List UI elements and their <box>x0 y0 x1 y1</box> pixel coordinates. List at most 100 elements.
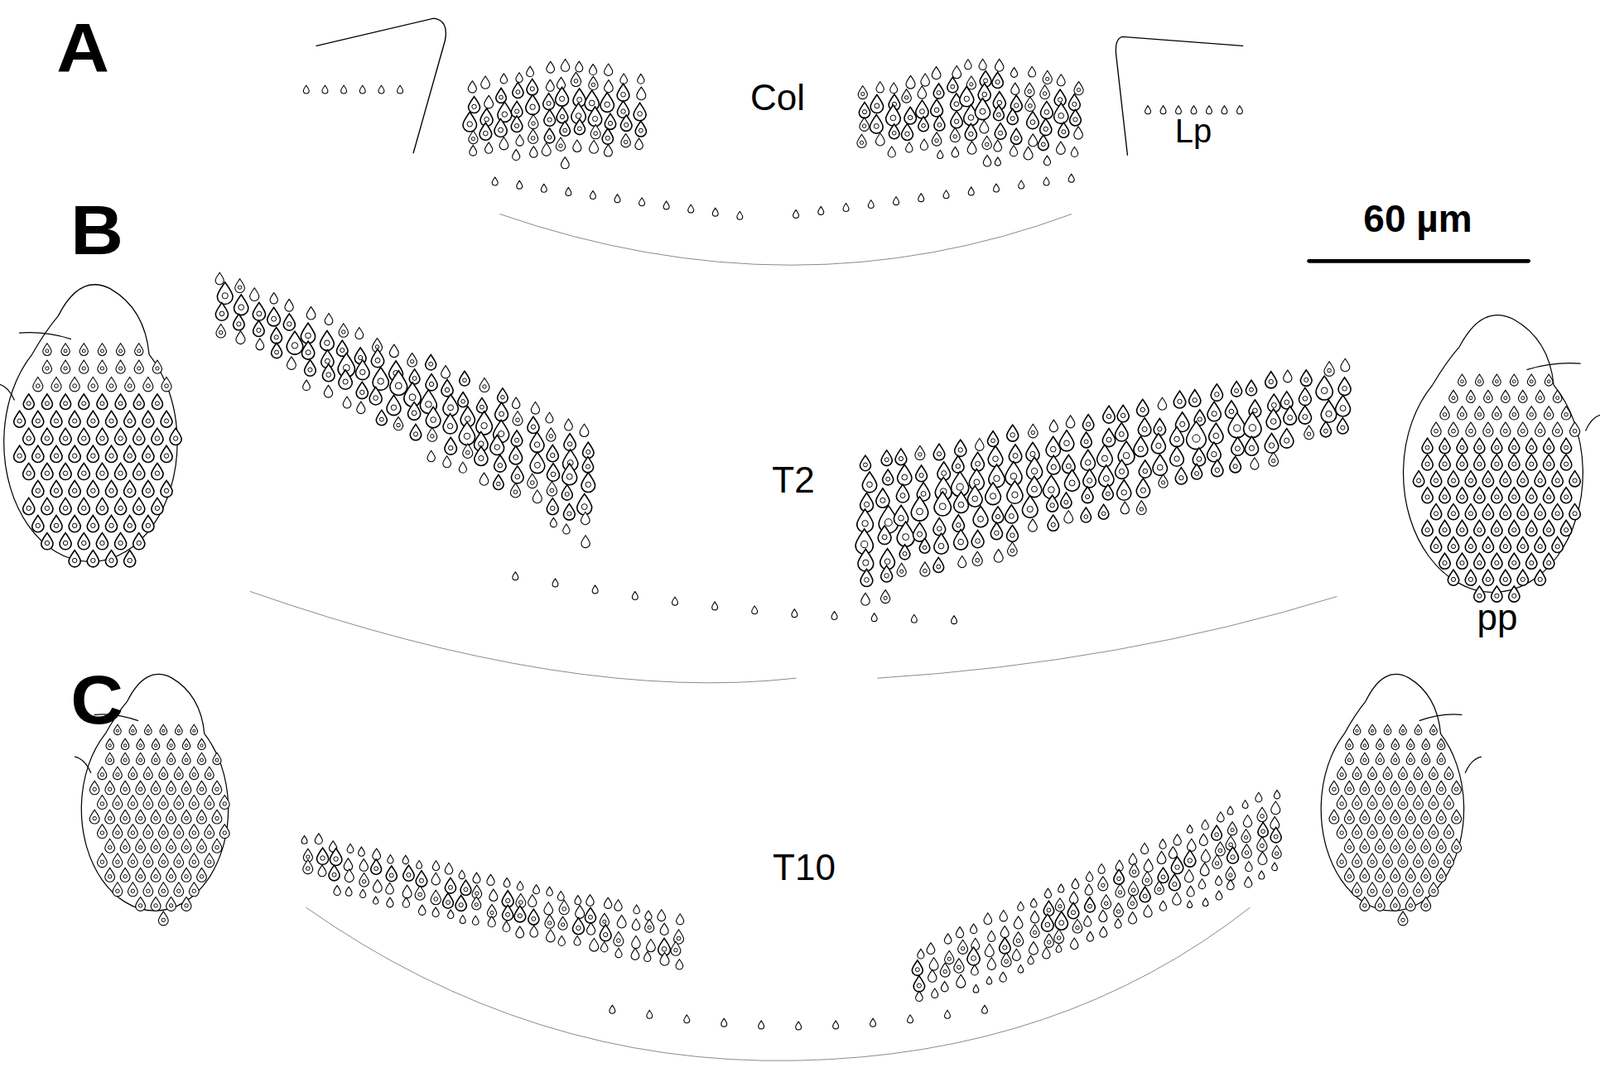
tubercle-pore <box>109 453 114 458</box>
tubercle-pore <box>563 128 568 133</box>
tubercle-pore <box>177 802 181 806</box>
tubercle-pore <box>1454 816 1458 820</box>
tubercle-pore <box>1425 445 1430 450</box>
tubercle <box>1561 406 1571 420</box>
tubercle-pore <box>1469 428 1474 434</box>
tubercle-pore <box>567 442 572 447</box>
tubercle-pore <box>958 448 963 453</box>
tubercle-pore <box>1075 925 1080 930</box>
tubercle-pore <box>1121 490 1127 496</box>
tubercle <box>385 882 395 895</box>
paraproct-outline <box>4 284 178 563</box>
tubercle <box>959 86 974 107</box>
tubercle <box>510 115 523 132</box>
tubercle <box>1474 454 1485 471</box>
tubercle-pore <box>127 558 132 563</box>
tubercle <box>1187 838 1197 852</box>
tubercle-pore <box>1385 802 1389 806</box>
tubercle-pore <box>604 101 610 107</box>
tubercle-pore <box>419 878 424 883</box>
tubercle <box>135 780 146 795</box>
tubercle-pore <box>1325 410 1332 417</box>
tubercle <box>143 824 154 839</box>
tubercle-pore <box>515 418 521 423</box>
tubercle <box>1160 106 1167 115</box>
tubercle <box>1335 395 1351 417</box>
tubercle <box>1499 504 1511 521</box>
tubercle <box>1081 486 1094 504</box>
tubercle <box>721 1018 728 1027</box>
tubercle-pore <box>1537 478 1543 483</box>
tubercle <box>1151 433 1166 454</box>
tubercle <box>1440 406 1450 420</box>
tubercle <box>23 462 35 480</box>
tubercle-pore <box>530 104 535 110</box>
tubercle <box>1508 438 1520 454</box>
tubercle-pore <box>1460 462 1465 467</box>
tubercle <box>120 867 131 882</box>
tubercle <box>112 766 122 780</box>
tubercle <box>460 880 472 896</box>
tubercle <box>135 897 146 912</box>
tubercle <box>1474 487 1485 504</box>
tubercle <box>1012 932 1023 947</box>
tubercle <box>346 843 354 854</box>
tubercle-pore <box>136 506 141 511</box>
tubercle-pore <box>1446 831 1451 835</box>
tubercle <box>1043 901 1055 916</box>
tubercle <box>150 780 161 795</box>
tubercle <box>371 859 382 875</box>
tubercle <box>1526 454 1538 471</box>
tubercle <box>818 207 825 216</box>
tubercle-pore <box>1016 939 1021 944</box>
tubercle <box>342 396 352 409</box>
tubercle-pore <box>1370 729 1374 733</box>
tubercle-pore <box>1027 89 1032 93</box>
tubercle <box>1405 897 1416 912</box>
tubercle <box>1474 553 1485 569</box>
tubercle-pore <box>954 101 960 107</box>
tubercle <box>1329 809 1340 825</box>
tubercle-pore <box>45 366 49 371</box>
tubercle <box>1436 838 1446 854</box>
tubercle-pore <box>115 889 120 893</box>
tubercle-pore <box>115 831 120 835</box>
tubercle <box>646 1010 653 1019</box>
tubercle <box>105 838 116 854</box>
tubercle-pore <box>168 904 173 908</box>
tubercle <box>1560 520 1572 536</box>
tubercle-pore <box>1235 446 1241 452</box>
tubercle <box>592 585 598 594</box>
tubercle-pore <box>958 501 964 508</box>
tubercle <box>356 401 366 414</box>
tubercle-pore <box>1416 889 1420 893</box>
tubercle-pore <box>145 488 150 493</box>
tubercle-pore <box>916 531 922 537</box>
tubercle-pore <box>1261 829 1266 834</box>
tubercle <box>418 905 426 916</box>
tubercle-pore <box>1118 468 1124 474</box>
tubercle-pore <box>1424 816 1428 820</box>
tubercle <box>1456 553 1468 569</box>
tubercle <box>737 211 743 220</box>
tubercle <box>41 394 53 410</box>
tubercle <box>602 128 613 145</box>
tubercle <box>636 86 646 101</box>
tubercle <box>563 503 575 521</box>
tubercle <box>1184 850 1196 868</box>
tubercle <box>105 515 117 533</box>
tubercle-pore <box>461 400 466 405</box>
tubercle <box>458 870 465 879</box>
tubercle <box>481 76 491 89</box>
tubercle-pore <box>1172 882 1177 887</box>
tubercle-pore <box>953 134 957 139</box>
tubercle <box>986 977 992 985</box>
tubercle <box>1137 399 1150 417</box>
tubercle-pore <box>1468 478 1473 483</box>
tubercle <box>1551 504 1563 521</box>
tubercle <box>105 809 116 825</box>
tubercle <box>458 422 475 446</box>
tubercle <box>96 497 108 515</box>
tubercle <box>173 795 184 810</box>
tubercle <box>1551 471 1563 487</box>
